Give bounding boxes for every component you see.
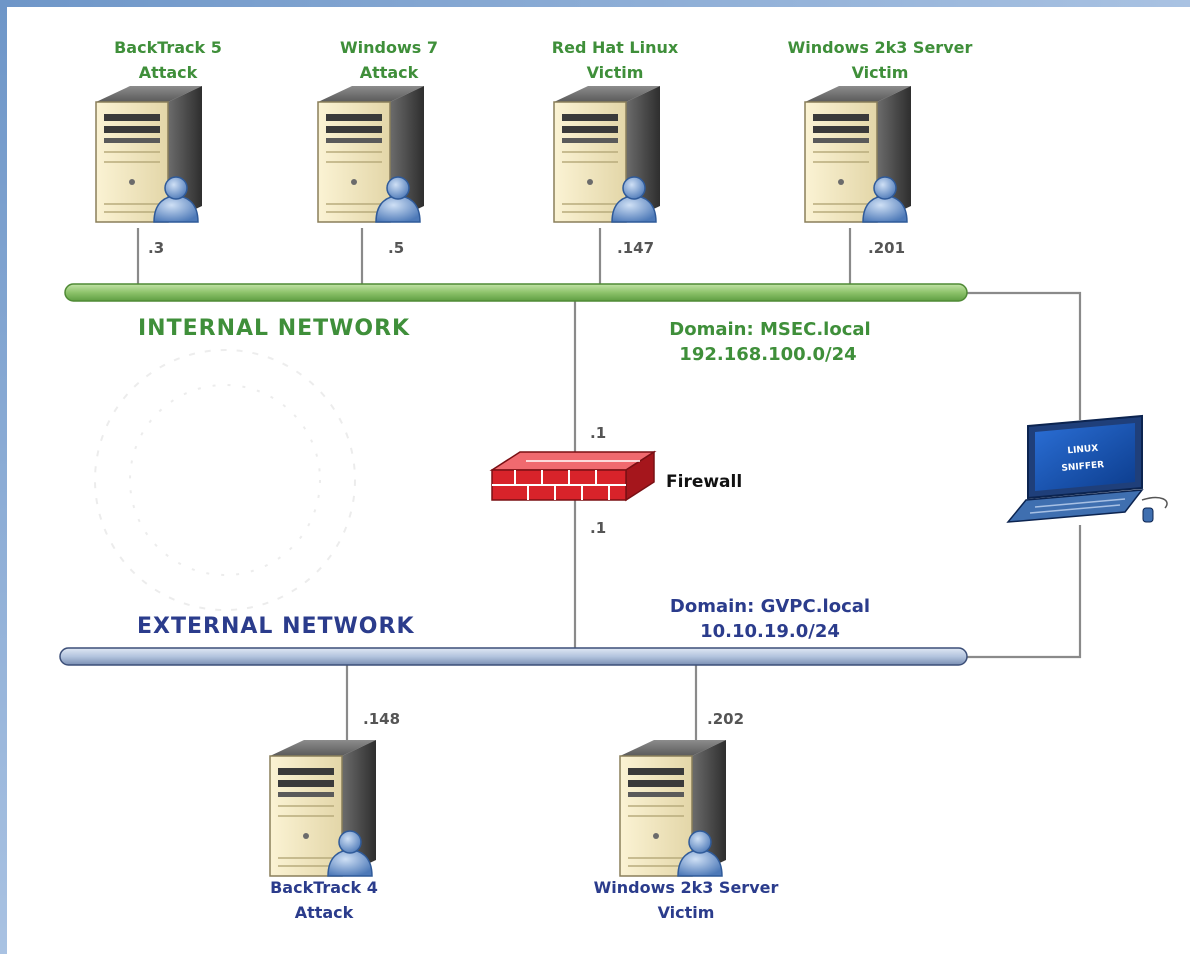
host-name-line1: BackTrack 4 [270, 878, 378, 897]
sniffer-screen-line1: LINUX [1067, 444, 1099, 457]
external-network-label: EXTERNAL NETWORK [137, 614, 415, 639]
server-user-icon [269, 739, 377, 877]
host-name-line2: Victim [852, 63, 909, 82]
sniffer-screen-line2: SNIFFER [1061, 460, 1105, 474]
host-ip-suffix: .3 [148, 239, 164, 257]
internal-host-windows7: Windows 7 Attack .5 [317, 38, 438, 257]
internal-domain-label: Domain: MSEC.local [669, 319, 870, 340]
host-name-line2: Victim [587, 63, 644, 82]
host-name-line2: Attack [295, 903, 354, 922]
external-host-backtrack4: .148 BackTrack 4 Attack [269, 710, 400, 922]
host-ip-suffix: .148 [363, 710, 400, 728]
internal-host-win2k3: Windows 2k3 Server Victim .201 [788, 38, 973, 257]
host-name-line2: Attack [139, 63, 198, 82]
internal-host-backtrack5: BackTrack 5 Attack .3 [95, 38, 222, 257]
host-name-line1: Windows 7 [340, 38, 438, 57]
server-user-icon [804, 85, 912, 223]
external-subnet-label: 10.10.19.0/24 [700, 621, 840, 642]
internal-network-label: INTERNAL NETWORK [138, 316, 410, 341]
host-name-line1: Windows 2k3 Server [788, 38, 973, 57]
laptop-icon: LINUX SNIFFER [1006, 414, 1168, 523]
external-network-bus [59, 647, 968, 666]
external-domain-label: Domain: GVPC.local [670, 596, 870, 617]
host-name-line1: Windows 2k3 Server [594, 878, 779, 897]
server-user-icon [317, 85, 425, 223]
server-user-icon [95, 85, 203, 223]
sniffer-wire-external [965, 525, 1082, 659]
watermark-ornament [94, 349, 356, 611]
server-user-icon [553, 85, 661, 223]
internal-subnet-label: 192.168.100.0/24 [679, 344, 856, 365]
host-name-line2: Victim [658, 903, 715, 922]
host-ip-suffix: .201 [868, 239, 905, 257]
firewall-internal-ip: .1 [590, 424, 606, 442]
host-name-line1: BackTrack 5 [114, 38, 222, 57]
host-ip-suffix: .5 [388, 239, 404, 257]
host-ip-suffix: .147 [617, 239, 654, 257]
connection-wires [136, 228, 1082, 740]
firewall-external-ip: .1 [590, 519, 606, 537]
internal-host-redhat: Red Hat Linux Victim .147 [552, 38, 679, 257]
server-user-icon [619, 739, 727, 877]
host-ip-suffix: .202 [707, 710, 744, 728]
host-name-line1: Red Hat Linux [552, 38, 679, 57]
firewall-brick-icon [489, 450, 657, 502]
external-host-win2k3: .202 Windows 2k3 Server Victim [594, 710, 779, 922]
slide-frame-top [0, 0, 1190, 7]
sniffer-wire-internal [965, 291, 1082, 420]
internal-network-bus [64, 283, 968, 302]
firewall: .1 Firewall .1 [489, 424, 742, 537]
host-name-line2: Attack [360, 63, 419, 82]
firewall-label: Firewall [666, 472, 742, 492]
slide-frame-left [0, 0, 7, 954]
